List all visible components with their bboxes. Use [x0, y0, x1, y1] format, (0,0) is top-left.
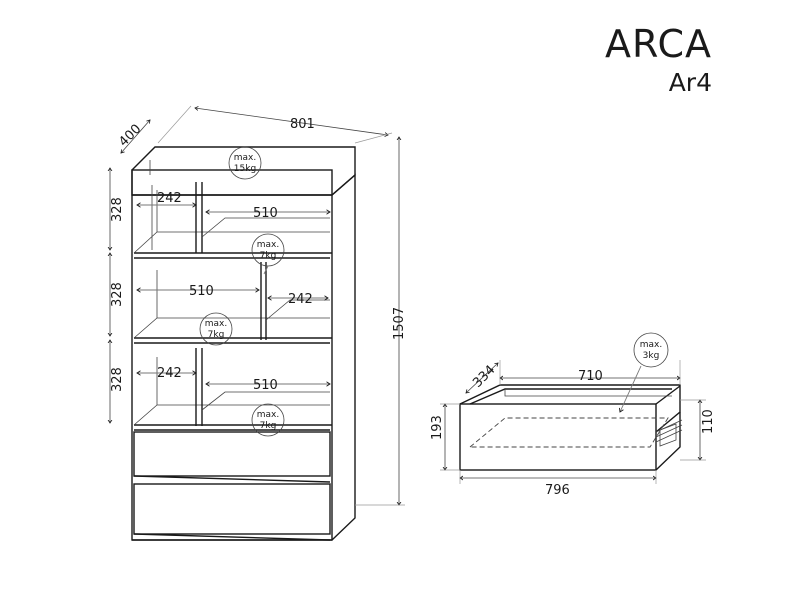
dim-depth-label: 400 — [116, 122, 144, 150]
model-code: Ar4 — [668, 68, 712, 97]
dim-shelf-1: 328 — [110, 197, 125, 222]
svg-text:7kg: 7kg — [208, 330, 225, 340]
svg-text:max.: max. — [257, 240, 279, 250]
drawer-drawing — [459, 384, 683, 471]
compartment-dimensions: 242 510 510 242 242 510 — [137, 191, 330, 393]
svg-text:max.: max. — [257, 410, 279, 420]
dim-top-left: 242 — [157, 191, 182, 206]
dimension-shelf-heights: 328 328 328 — [110, 168, 125, 423]
dim-shelf-3: 328 — [110, 367, 125, 392]
product-name: ARCA — [604, 22, 712, 66]
dim-low-left: 242 — [157, 366, 182, 381]
dim-shelf-2: 328 — [110, 282, 125, 307]
dim-mid-left: 510 — [189, 284, 214, 299]
load-badge-shelf-2: max. 7kg — [199, 312, 233, 346]
svg-text:7kg: 7kg — [260, 251, 277, 261]
wardrobe-drawer-bottom — [133, 483, 331, 535]
drawer-front — [459, 403, 657, 471]
wardrobe-side — [331, 173, 356, 541]
dim-top-right: 510 — [253, 206, 278, 221]
dim-drawer-inner-width: 710 — [578, 369, 603, 384]
dim-low-right: 510 — [253, 378, 278, 393]
dim-width-label: 801 — [290, 117, 315, 132]
badge-top-line1: max. — [234, 153, 256, 163]
dimension-depth: 400 — [116, 120, 150, 153]
dim-drawer-side: 110 — [701, 409, 716, 434]
load-badge-drawer: max. 3kg — [620, 332, 669, 412]
wardrobe-drawer-top — [133, 431, 331, 477]
dim-mid-right: 242 — [288, 292, 313, 307]
load-badge-shelf-3: max. 7kg — [251, 403, 285, 437]
svg-text:3kg: 3kg — [643, 351, 660, 361]
dim-height-label: 1507 — [392, 307, 407, 340]
dim-drawer-width: 796 — [545, 483, 570, 498]
load-badge-shelf-1: max. 7kg — [251, 233, 285, 275]
svg-text:7kg: 7kg — [260, 421, 277, 431]
load-badge-top: max. 15kg — [228, 146, 262, 180]
dim-drawer-height: 193 — [430, 415, 445, 440]
badge-top-line2: 15kg — [234, 164, 256, 174]
dimension-height: 1507 — [355, 137, 407, 505]
dimension-width: 801 — [157, 105, 393, 144]
svg-text:max.: max. — [205, 319, 227, 329]
svg-text:max.: max. — [640, 340, 662, 350]
